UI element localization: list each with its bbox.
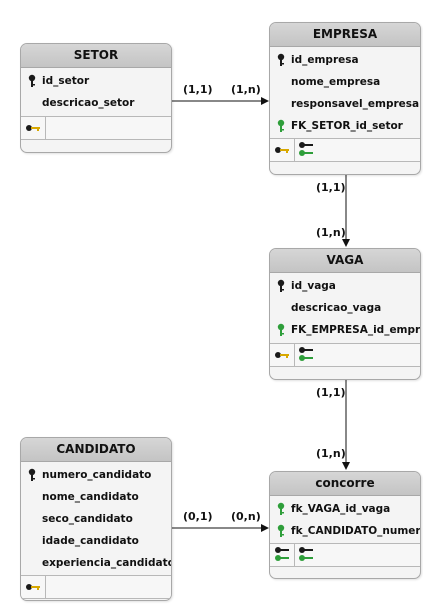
index-bar [270,343,420,367]
cardinality-label: (0,n) [231,510,261,523]
entity-empresa[interactable]: EMPRESA id_empresa nome_empresa responsa… [269,22,421,175]
index-key-icon [275,352,289,358]
field-row[interactable]: FK_EMPRESA_id_empresa [270,319,420,341]
field-name: descricao_vaga [291,302,382,314]
field-name: responsavel_empresa [291,98,420,110]
field-row[interactable]: fk_CANDIDATO_numero_candidato [270,520,420,542]
entity-title: EMPRESA [270,23,420,47]
field-row[interactable]: experiencia_candidato [21,552,171,574]
foreign-key-pair-icon [299,142,313,156]
primary-key-icon [28,468,36,481]
primary-key-icon [277,53,285,66]
entity-title: concorre [270,472,420,496]
cardinality-label: (1,1) [316,181,346,194]
foreign-key-icon [277,323,285,336]
field-name: id_empresa [291,54,359,66]
field-name: descricao_setor [42,97,135,109]
entity-concorre[interactable]: concorre fk_VAGA_id_vaga fk_CANDIDATO_nu… [269,471,421,579]
foreign-key-pair-icon [299,347,313,361]
cardinality-label: (1,1) [183,83,213,96]
foreign-key-icon [277,119,285,132]
foreign-key-icon [277,502,285,515]
field-row[interactable]: nome_empresa [270,71,420,93]
entity-setor[interactable]: SETOR id_setor descricao_setor [20,43,172,153]
field-name: fk_VAGA_id_vaga [291,503,391,515]
field-name: nome_empresa [291,76,381,88]
entity-title: VAGA [270,249,420,273]
field-name: experiencia_candidato [42,557,172,569]
index-bar [270,543,420,567]
field-row[interactable]: nome_candidato [21,486,171,508]
field-row[interactable]: idade_candidato [21,530,171,552]
entity-candidato[interactable]: CANDIDATO numero_candidato nome_candidat… [20,437,172,601]
field-name: id_setor [42,75,90,87]
foreign-key-pair-icon [275,547,289,561]
field-row[interactable]: numero_candidato [21,464,171,486]
field-row[interactable]: id_vaga [270,275,420,297]
field-name: FK_EMPRESA_id_empresa [291,324,421,336]
field-row[interactable]: seco_candidato [21,508,171,530]
cardinality-label: (1,n) [316,226,346,239]
cardinality-label: (1,1) [316,386,346,399]
field-name: fk_CANDIDATO_numero_candidato [291,525,421,537]
field-row[interactable]: descricao_vaga [270,297,420,319]
field-name: numero_candidato [42,469,152,481]
index-bar [270,138,420,162]
entity-title: CANDIDATO [21,438,171,462]
index-bar [21,116,171,140]
cardinality-label: (1,n) [316,447,346,460]
field-name: nome_candidato [42,491,139,503]
index-key-icon [275,147,289,153]
field-name: FK_SETOR_id_setor [291,120,403,132]
field-row[interactable]: id_setor [21,70,171,92]
primary-key-icon [28,74,36,87]
index-key-icon [26,125,40,131]
field-row[interactable]: id_empresa [270,49,420,71]
index-key-icon [26,584,40,590]
foreign-key-pair-icon [299,547,313,561]
field-name: id_vaga [291,280,336,292]
field-row[interactable]: responsavel_empresa [270,93,420,115]
field-name: idade_candidato [42,535,139,547]
entity-title: SETOR [21,44,171,68]
field-row[interactable]: fk_VAGA_id_vaga [270,498,420,520]
primary-key-icon [277,279,285,292]
field-name: seco_candidato [42,513,133,525]
field-row[interactable]: FK_SETOR_id_setor [270,115,420,137]
field-row[interactable]: descricao_setor [21,92,171,114]
index-bar [21,575,171,599]
foreign-key-icon [277,524,285,537]
entity-vaga[interactable]: VAGA id_vaga descricao_vaga FK_EMPRESA_i… [269,248,421,380]
cardinality-label: (0,1) [183,510,213,523]
cardinality-label: (1,n) [231,83,261,96]
